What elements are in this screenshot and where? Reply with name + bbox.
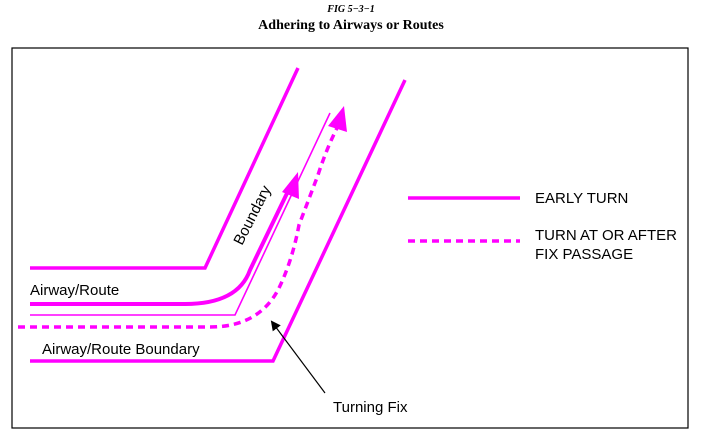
airway-route-label: Airway/Route xyxy=(30,282,119,299)
legend-turn-after-label-line1: TURN AT OR AFTER xyxy=(535,227,677,244)
figure-number: FIG 5−3−1 xyxy=(327,4,375,15)
fix-passage-arrowhead xyxy=(328,106,347,132)
legend-turn-after-label-line2: FIX PASSAGE xyxy=(535,246,633,263)
lower-boundary-line xyxy=(30,79,407,363)
legend-early-turn-label: EARLY TURN xyxy=(535,190,628,207)
airway-route-centerline xyxy=(30,112,331,316)
turning-fix-pointer xyxy=(270,320,326,394)
diagram-frame xyxy=(11,47,689,429)
boundary-label: Boundary xyxy=(230,182,275,247)
upper-boundary-line xyxy=(30,67,300,270)
airway-route-boundary-label: Airway/Route Boundary xyxy=(42,341,200,358)
turning-fix-label: Turning Fix xyxy=(333,399,408,416)
early-turn-path xyxy=(30,184,293,306)
legend: EARLY TURN TURN AT OR AFTER FIX PASSAGE xyxy=(408,190,677,263)
figure-title: Adhering to Airways or Routes xyxy=(258,18,444,33)
early-turn-arrowhead xyxy=(282,172,299,199)
